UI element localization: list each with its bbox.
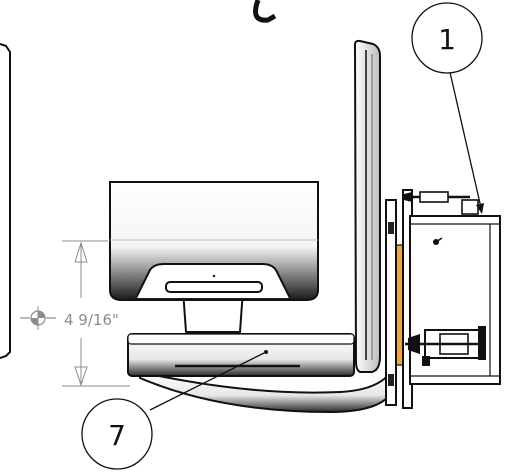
base-drawer-unit bbox=[127, 333, 355, 377]
callout-1-bubble bbox=[411, 2, 483, 74]
callout-7-number: 7 bbox=[108, 419, 126, 452]
left-edge-bracket bbox=[0, 43, 11, 359]
callout-7: 7 bbox=[81, 352, 265, 470]
dimension-value: 4 9/16" bbox=[64, 311, 119, 329]
top-screw-assembly bbox=[404, 191, 479, 215]
height-dimension bbox=[20, 240, 130, 387]
callout-7-bubble bbox=[81, 398, 153, 470]
datum-target-icon bbox=[30, 306, 46, 330]
callout-1-number: 1 bbox=[438, 23, 456, 56]
vertical-arm bbox=[353, 39, 381, 373]
callout-1: 1 bbox=[411, 2, 484, 214]
clamp-assembly bbox=[405, 326, 486, 366]
monitor-housing bbox=[109, 181, 319, 301]
cropped-title-fragment bbox=[253, 0, 277, 23]
